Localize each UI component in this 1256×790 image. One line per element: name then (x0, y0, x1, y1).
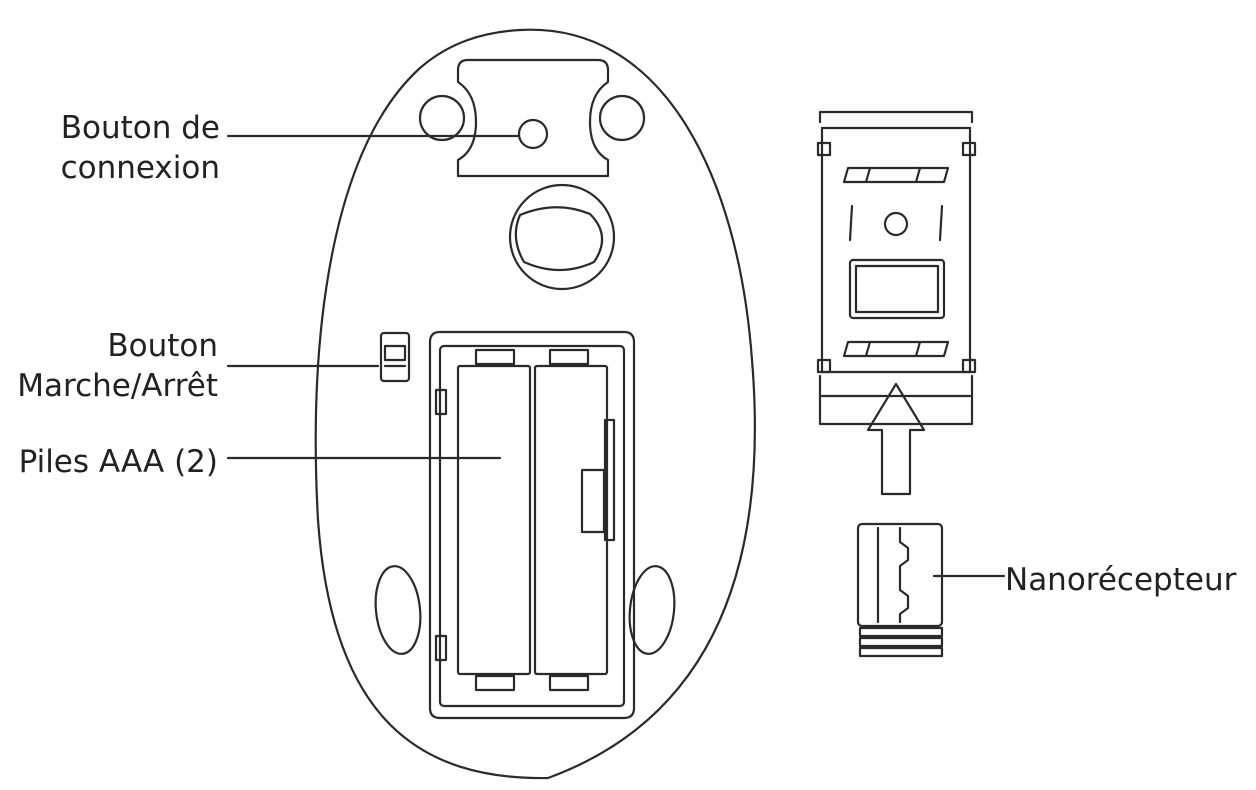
battery-aaa-1 (456, 364, 532, 676)
label-connect-button-line2: connexion (60, 150, 220, 186)
mouse-underside (314, 28, 756, 780)
label-power-switch: Bouton Marche/Arrêt (0, 326, 218, 406)
connect-button-plate (418, 58, 646, 178)
battery-compartment (428, 330, 636, 720)
nano-receiver (856, 522, 944, 658)
glide-pad-left (374, 565, 422, 655)
battery-aaa-2 (533, 364, 609, 676)
label-batteries: Piles AAA (2) (0, 442, 218, 482)
label-nano-receiver-text: Nanorécepteur (1005, 562, 1237, 598)
connect-button[interactable] (517, 118, 549, 150)
label-connect-button-line1: Bouton de (60, 110, 220, 146)
battery-latch (580, 468, 606, 534)
label-power-switch-line2: Marche/Arrêt (17, 368, 218, 404)
label-batteries-text: Piles AAA (2) (18, 444, 218, 480)
glide-pad-right (628, 565, 676, 655)
power-switch[interactable] (379, 331, 411, 383)
label-nano-receiver: Nanorécepteur (1005, 560, 1236, 600)
optical-sensor (508, 183, 616, 291)
mouse-body-outline (314, 28, 756, 780)
insert-arrow-icon (866, 382, 926, 496)
label-connect-button: Bouton de connexion (40, 108, 220, 188)
receiver-storage-slot (816, 110, 977, 426)
label-power-switch-line1: Bouton (107, 328, 218, 364)
